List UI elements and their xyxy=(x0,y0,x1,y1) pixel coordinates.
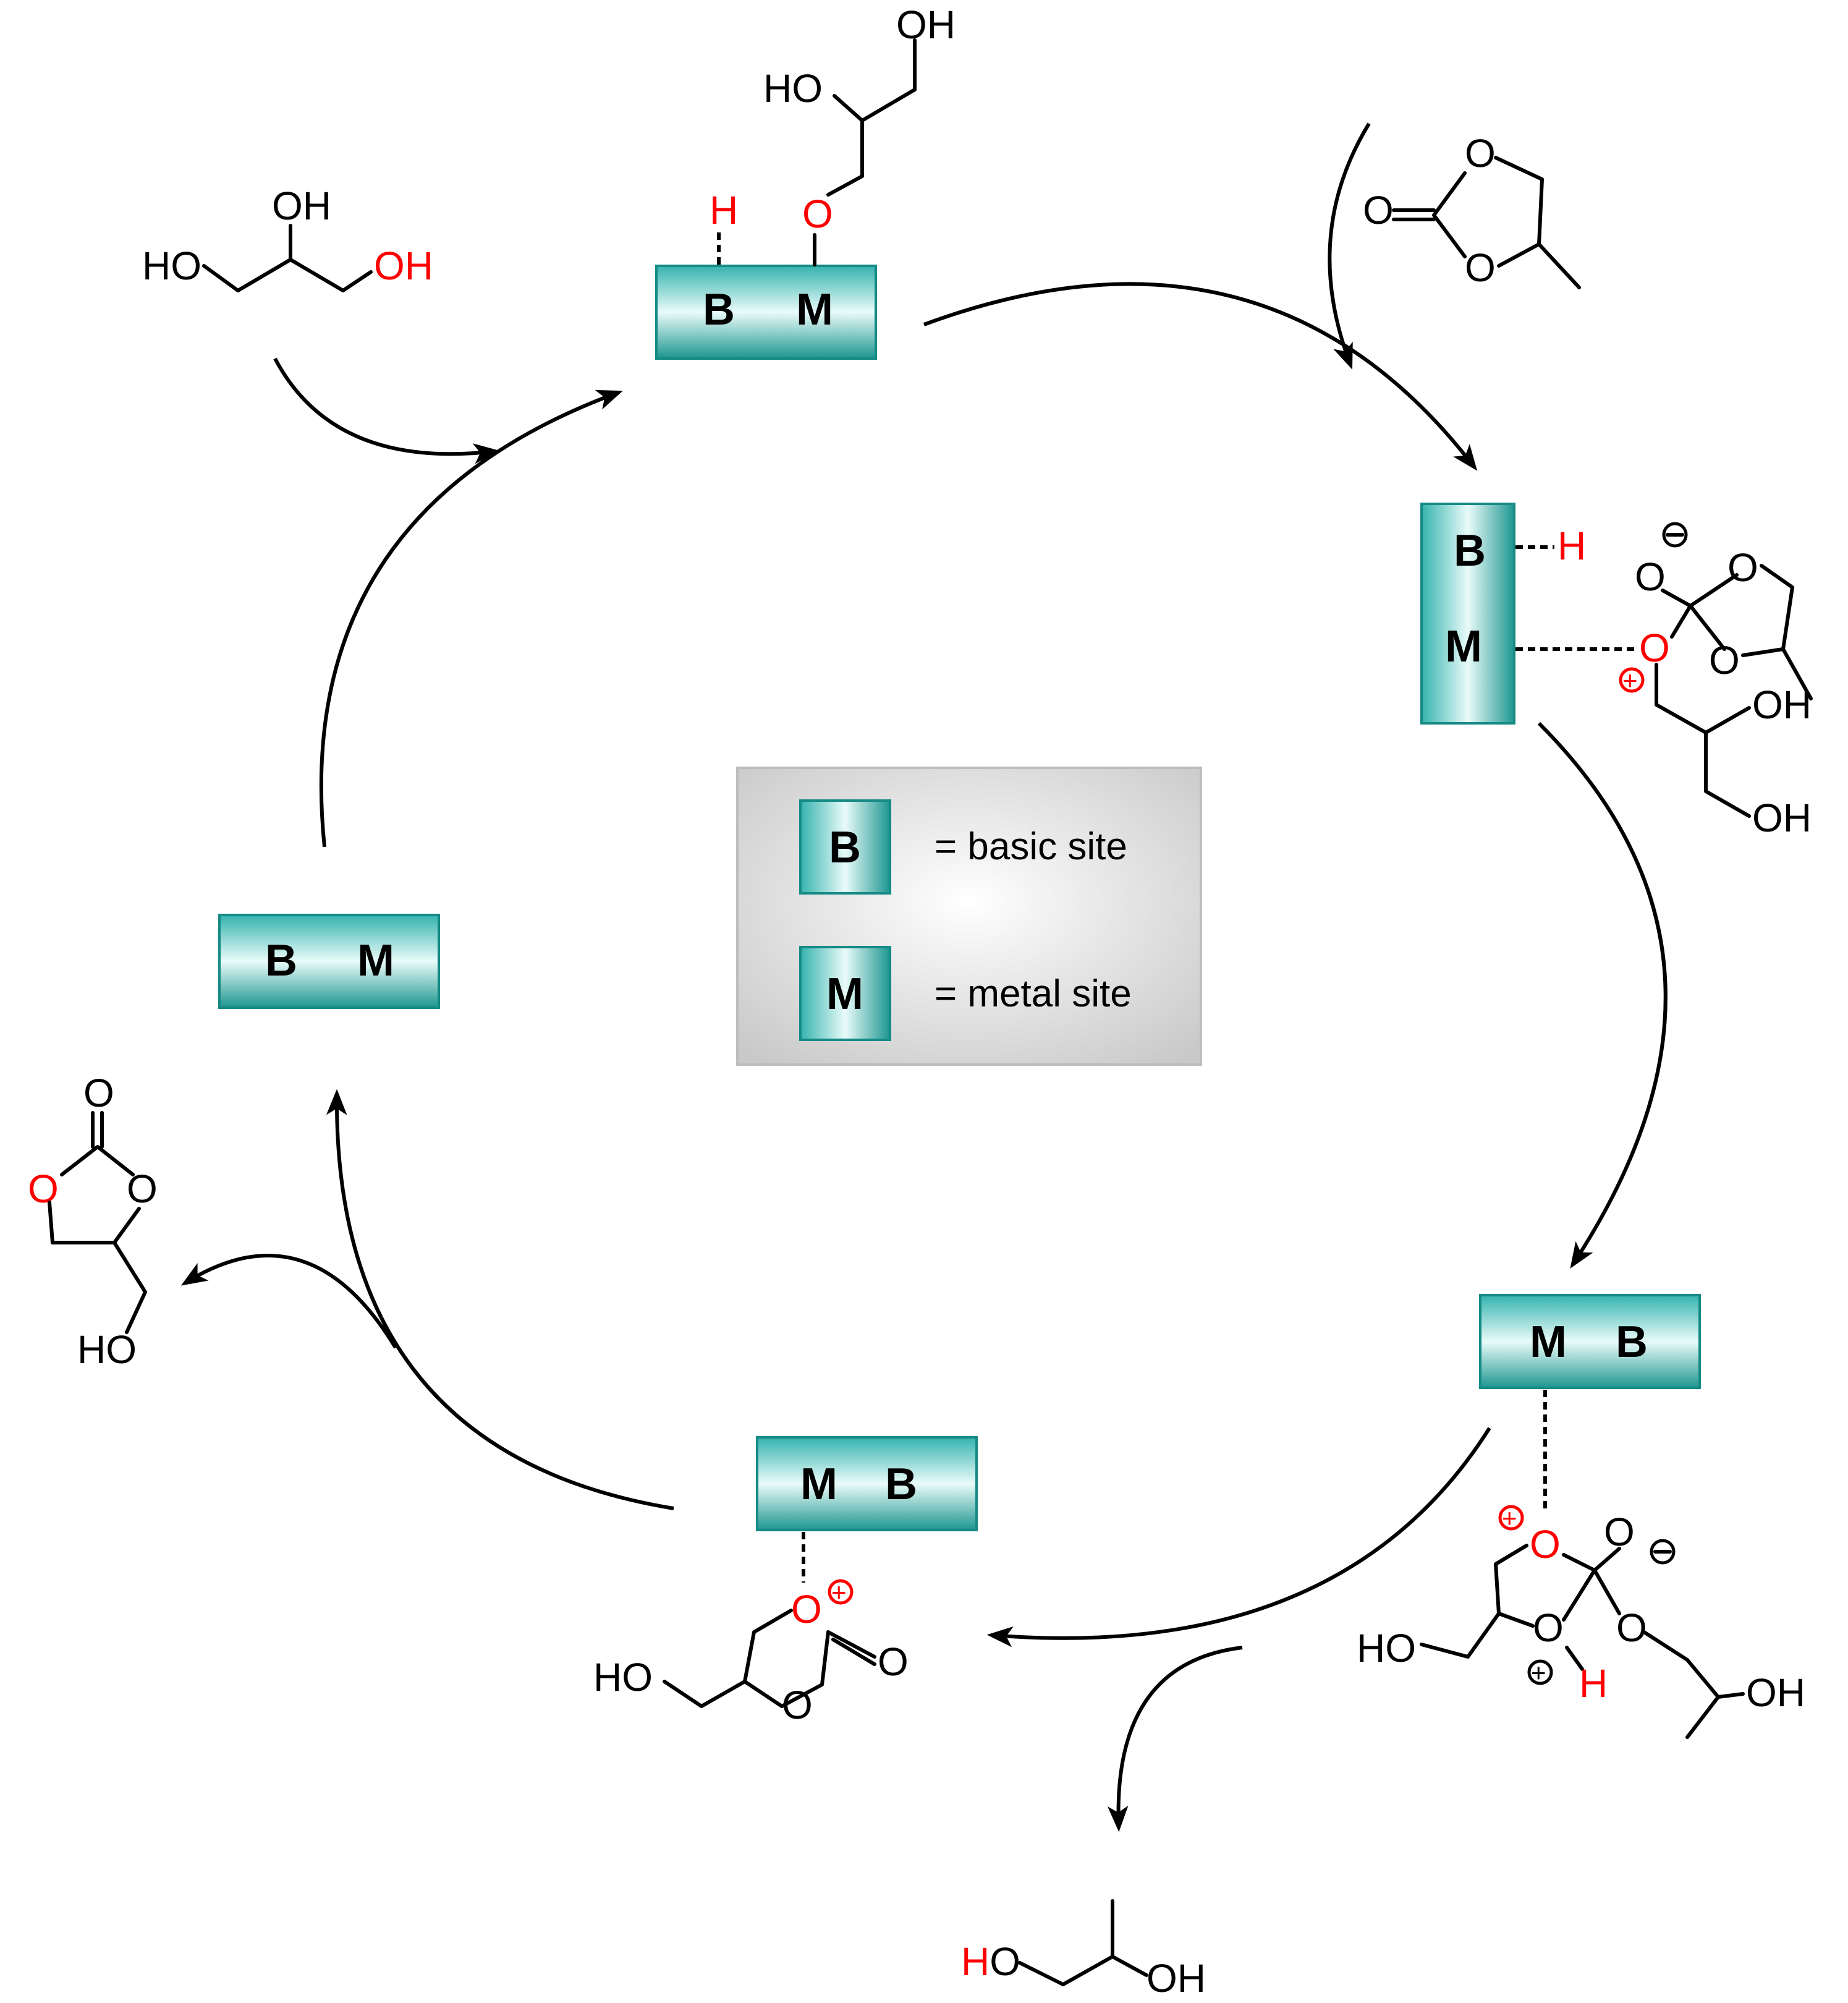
svg-text:O: O xyxy=(802,192,833,236)
svg-text:HO: HO xyxy=(961,1939,1020,1984)
propylene-glycol-product: HO OH xyxy=(961,1899,1206,2001)
propylene-carbonate-molecule: O O O xyxy=(1363,131,1581,290)
metal-site-label: M xyxy=(796,285,833,334)
metal-site-label: M xyxy=(800,1460,837,1509)
svg-text:O: O xyxy=(1604,1510,1635,1554)
svg-text:OH: OH xyxy=(1147,1956,1206,2000)
svg-text:OH: OH xyxy=(374,244,433,288)
cycle-arrow-top xyxy=(923,282,1478,471)
catalyst-left: B M xyxy=(218,914,440,1009)
svg-text:HO: HO xyxy=(77,1327,137,1372)
svg-text:H: H xyxy=(1558,524,1586,568)
legend-basic-symbol: B xyxy=(829,823,861,872)
svg-text:O: O xyxy=(1639,626,1670,670)
svg-text:HO: HO xyxy=(763,66,823,111)
cycle-arrow-left xyxy=(319,389,623,848)
cycle-arrow-right xyxy=(1537,721,1668,1269)
svg-text:O: O xyxy=(1727,545,1758,590)
svg-text:OH: OH xyxy=(896,2,956,47)
legend-basic-swatch xyxy=(799,799,891,895)
cycle-arrow-bottom xyxy=(986,1427,1491,1648)
svg-text:H: H xyxy=(1579,1661,1608,1706)
svg-text:O: O xyxy=(1363,188,1394,232)
legend-metal-symbol: M xyxy=(826,969,863,1019)
svg-text:O: O xyxy=(1616,1605,1647,1650)
glycerol-entry-arrow xyxy=(273,357,500,464)
glycerol-molecule: HO OH OH xyxy=(142,184,433,292)
tetrahedral-intermediate-lower-right: + O O O O HO + H OH xyxy=(1357,1390,1805,1739)
basic-site-label: B xyxy=(265,936,297,985)
svg-text:O: O xyxy=(782,1683,813,1727)
svg-text:+: + xyxy=(1531,1658,1546,1687)
legend-basic-text: = basic site xyxy=(935,825,1127,868)
propylene-carbonate-entry-arrow xyxy=(1328,122,1371,370)
legend-metal-swatch xyxy=(799,946,891,1041)
svg-text:O: O xyxy=(1533,1605,1564,1650)
catalyst-lower-right: M B xyxy=(1479,1294,1701,1389)
svg-text:H: H xyxy=(710,188,738,232)
basic-site-label: B xyxy=(1616,1317,1648,1367)
svg-text:OH: OH xyxy=(1752,796,1812,840)
svg-text:HO: HO xyxy=(593,1655,653,1699)
glycerol-carbonate-product: O O O HO xyxy=(28,1071,158,1372)
svg-text:HO: HO xyxy=(1357,1626,1416,1670)
svg-text:OH: OH xyxy=(1752,683,1812,727)
svg-text:O: O xyxy=(1465,245,1496,290)
catalyst-bottom: M B xyxy=(756,1436,978,1531)
svg-text:O: O xyxy=(1530,1522,1561,1567)
svg-text:O: O xyxy=(1635,555,1666,599)
svg-text:O: O xyxy=(791,1587,822,1631)
glycerol-carbonate-exit-arrow xyxy=(180,1254,397,1349)
propylene-glycol-exit-arrow xyxy=(1107,1646,1243,1832)
svg-text:O: O xyxy=(878,1639,909,1684)
basic-site-label: B xyxy=(885,1460,917,1509)
glyceroxide-on-metal: H O HO OH xyxy=(710,2,956,266)
svg-text:HO: HO xyxy=(142,244,201,288)
svg-text:+: + xyxy=(831,1578,847,1607)
basic-site-label: B xyxy=(703,285,735,334)
svg-text:O: O xyxy=(127,1167,158,1211)
svg-text:OH: OH xyxy=(272,184,331,228)
glycerol-carbonate-on-metal: O + O O HO xyxy=(593,1532,909,1727)
svg-text:O: O xyxy=(1465,131,1496,176)
svg-text:O: O xyxy=(28,1167,59,1211)
basic-site-label: B xyxy=(1454,526,1486,576)
legend-metal-text: = metal site xyxy=(935,972,1132,1015)
svg-text:+: + xyxy=(1502,1503,1517,1533)
svg-text:OH: OH xyxy=(1746,1670,1805,1715)
metal-site-label: M xyxy=(357,936,394,985)
cycle-arrow-bottom-left xyxy=(326,1089,674,1510)
catalyst-top: B M xyxy=(655,265,877,360)
catalyst-right: B M xyxy=(1420,503,1515,725)
svg-text:+: + xyxy=(1622,666,1638,695)
tetrahedral-intermediate-right: H O + O O O OH OH xyxy=(1515,522,1813,840)
legend: B = basic site M = metal site xyxy=(736,767,1202,1066)
svg-text:O: O xyxy=(1709,638,1740,683)
svg-text:O: O xyxy=(83,1071,114,1115)
metal-site-label: M xyxy=(1530,1317,1567,1367)
metal-site-label: M xyxy=(1445,622,1482,671)
